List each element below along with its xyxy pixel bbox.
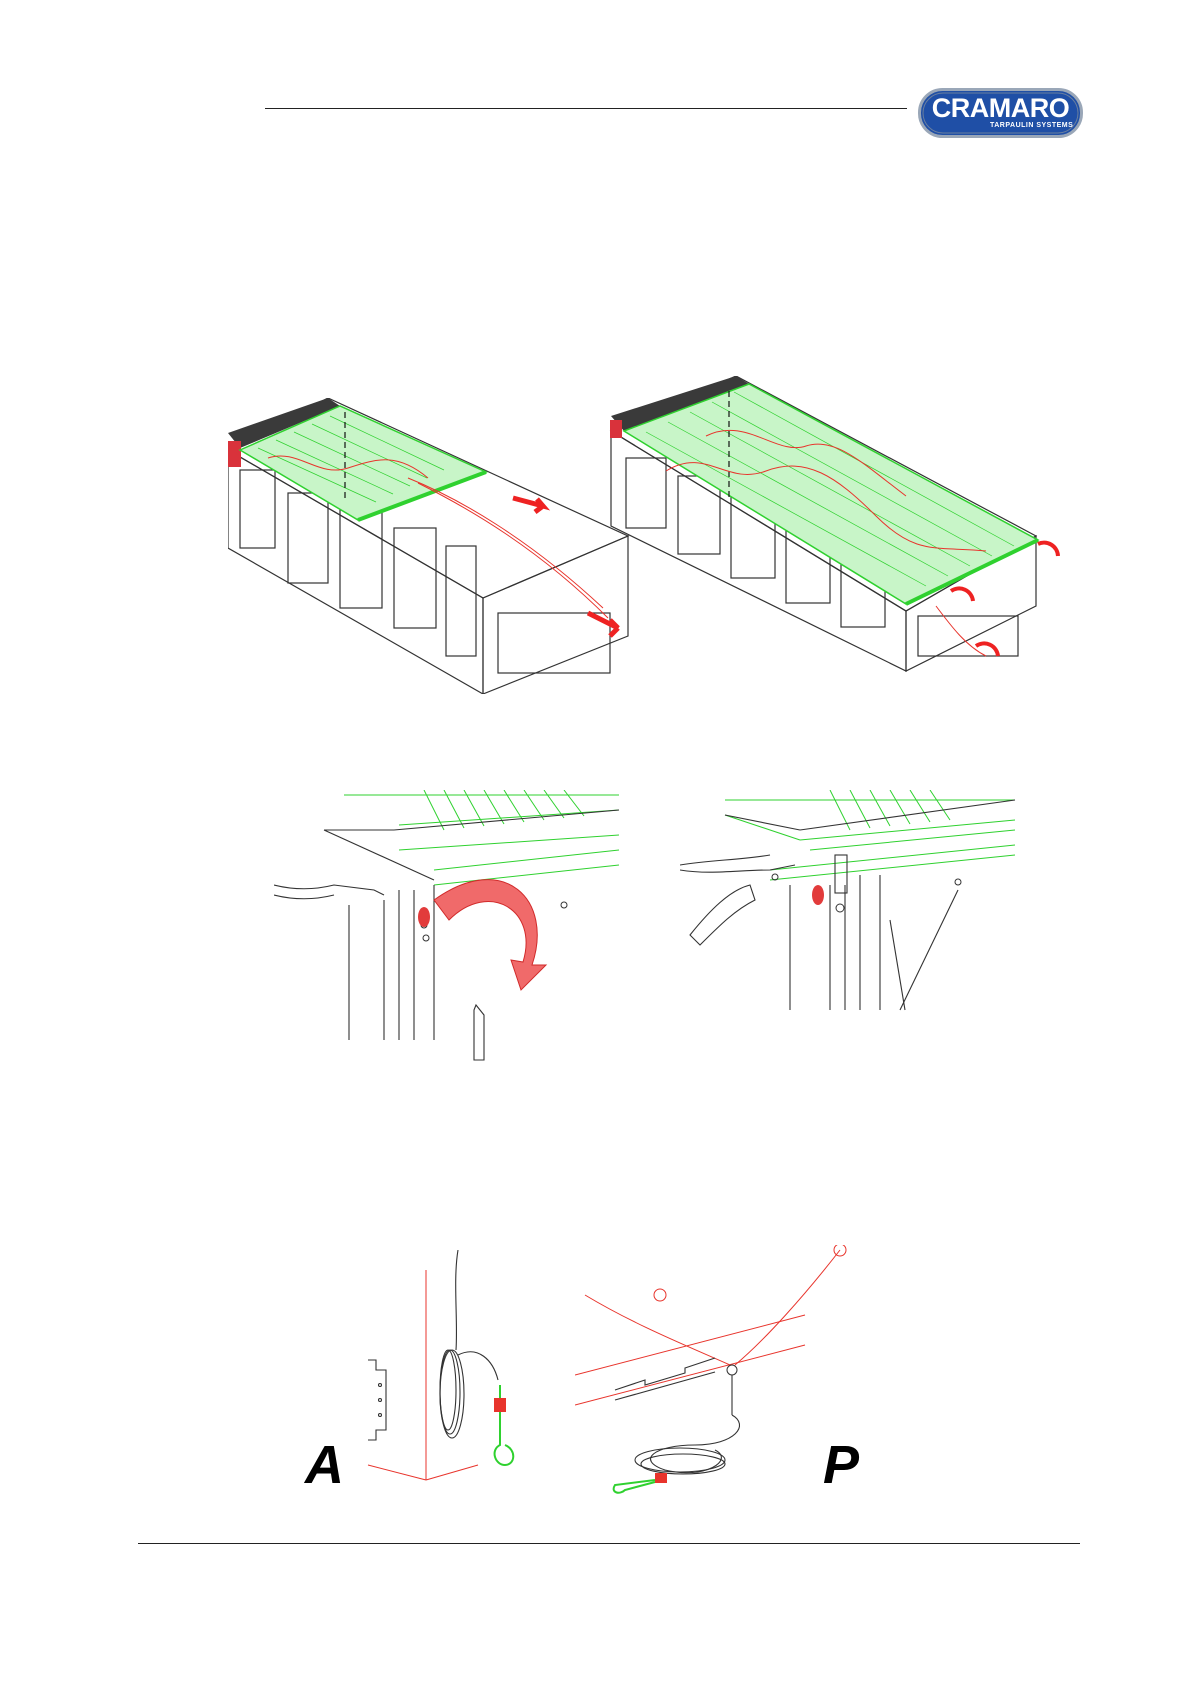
figure-rear-hook-closed-detail bbox=[680, 790, 1020, 1030]
figure-label-p: P bbox=[823, 1438, 859, 1492]
brand-logo: CRAMARO TARPAULIN SYSTEMS bbox=[918, 88, 1083, 138]
logo-wordmark: CRAMARO bbox=[918, 93, 1083, 124]
figure-truck-tarp-closed bbox=[606, 376, 1076, 676]
header-rule bbox=[265, 108, 907, 109]
figure-rear-hook-detail bbox=[274, 790, 624, 1065]
figure-rope-storage-p bbox=[575, 1245, 855, 1505]
logo-tagline: TARPAULIN SYSTEMS bbox=[990, 122, 1073, 129]
figure-label-a: A bbox=[305, 1438, 344, 1492]
figure-rope-storage-a bbox=[358, 1250, 533, 1490]
footer-rule bbox=[138, 1543, 1080, 1544]
